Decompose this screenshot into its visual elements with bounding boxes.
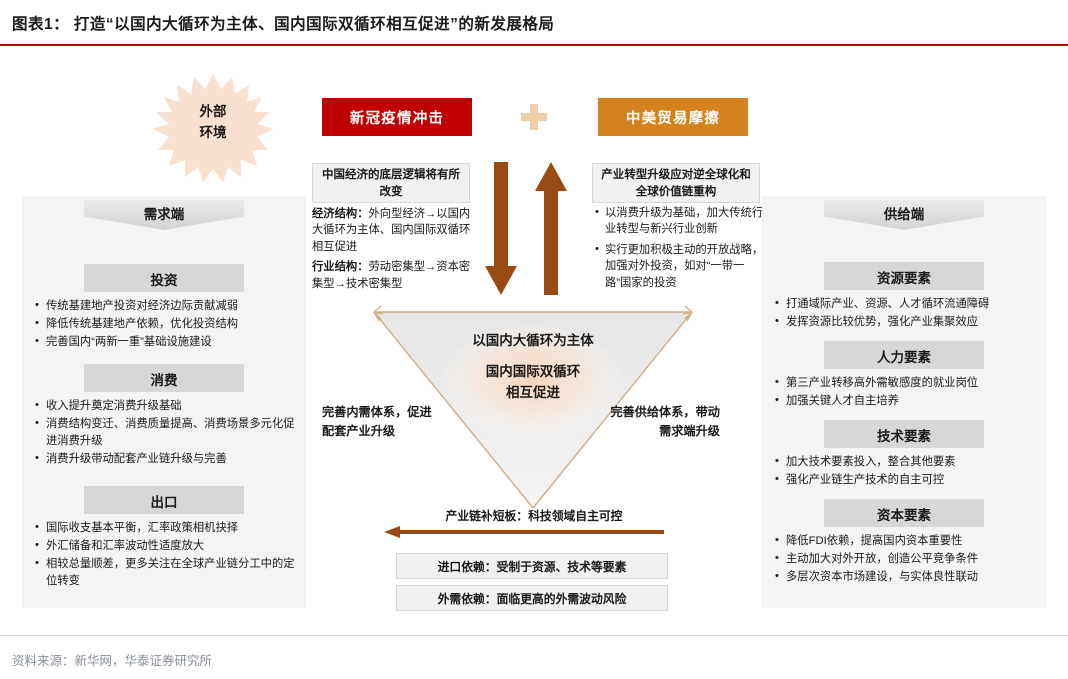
- list-item: 国际收支基本平衡，汇率政策相机抉择: [35, 519, 302, 537]
- logic-left-line-2-label: 行业结构：: [312, 261, 369, 274]
- upward-arrow-icon: [534, 162, 568, 295]
- supply-side-panel: 供给端 资源要素 打通域际产业、资源、人才循环流通障碍 发挥资源比较优势，强化产…: [762, 196, 1046, 608]
- supply-side-title: 供给端: [883, 207, 925, 222]
- downward-arrow-icon: [484, 162, 518, 295]
- supply-group-title-resource: 资源要素: [877, 271, 931, 286]
- demand-group-title-consumption: 消费: [150, 373, 178, 388]
- funnel-shape: [373, 305, 693, 509]
- list-item: 传统基建地产投资对经济边际贡献减弱: [35, 297, 302, 315]
- supply-group-header-resource: [824, 262, 984, 290]
- list-item: 降低传统基建地产依赖，优化投资结构: [35, 315, 302, 333]
- list-item: 主动加大对外开放，创造公平竞争条件: [775, 550, 1042, 568]
- logic-left-line-1-label: 经济结构：: [312, 208, 369, 220]
- supply-group-header-technology: [824, 420, 984, 448]
- demand-group-bullets-export: 国际收支基本平衡，汇率政策相机抉择 外汇储备和汇率波动性适度放大 相较总量顺差，…: [34, 519, 302, 592]
- demand-group-header-investment: [84, 264, 244, 292]
- supply-group-bullets-capital: 降低FDI依赖，提高国内资本重要性 主动加大对外开放，创造公平竞争条件 多层次资…: [774, 532, 1042, 587]
- list-item: 打通域际产业、资源、人才循环流通障碍: [775, 295, 1042, 313]
- external-environment-starburst: 外部 环境: [150, 72, 276, 184]
- supply-group-bullets-resource: 打通域际产业、资源、人才循环流通障碍 发挥资源比较优势，强化产业集聚效应: [774, 295, 1042, 332]
- logic-left-line-1-text: 外向型经济→以国内大循环为主体、国内国际双循环相互促进: [312, 208, 471, 253]
- list-item: 消费结构变迁、消费质量提高、消费场景多元化促进消费升级: [35, 415, 302, 450]
- list-item: 完善国内“两新一重”基础设施建设: [35, 333, 302, 351]
- demand-group-header-export: [84, 486, 244, 514]
- funnel-line-3: 相互促进: [506, 385, 560, 401]
- list-item: 收入提升奠定消费升级基础: [35, 397, 302, 415]
- starburst-shape: [153, 74, 273, 182]
- demand-side-panel: 需求端 投资 传统基建地产投资对经济边际贡献减弱 降低传统基建地产依赖，优化投资…: [22, 196, 306, 608]
- list-item: 多层次资本市场建设，与实体良性联动: [775, 568, 1042, 586]
- external-environment-label: 外部 环境: [150, 102, 276, 144]
- logic-right-heading: 产业转型升级应对逆全球化和全球价值链重构: [592, 163, 760, 204]
- funnel-line-2: 国内国际双循环: [485, 363, 581, 379]
- logic-left-line-2: 行业结构：劳动密集型→资本密集型→技术密集型: [312, 259, 474, 292]
- list-item: 以消费升级为基础，加大传统行业转型与新兴行业创新: [595, 204, 764, 238]
- external-env-line-2: 环境: [199, 124, 227, 140]
- funnel-edge-arrows: [373, 305, 693, 509]
- plus-icon: [521, 104, 547, 130]
- demand-group-bullets-consumption: 收入提升奠定消费升级基础 消费结构变迁、消费质量提高、消费场景多元化促进消费升级…: [34, 397, 302, 470]
- list-item: 强化产业链生产技术的自主可控: [775, 471, 1042, 489]
- shock-banner-covid: 新冠疫情冲击: [322, 98, 472, 136]
- logic-left-heading: 中国经济的底层逻辑将有所改变: [312, 163, 470, 204]
- logic-left-line-1: 经济结构：外向型经济→以国内大循环为主体、国内国际双循环相互促进: [312, 206, 474, 255]
- list-item: 加大技术要素投入，整合其他要素: [775, 453, 1042, 471]
- funnel-left-label: 完善内需体系，促进配套产业升级: [322, 405, 432, 438]
- dependency-box-external-demand: 外需依赖：面临更高的外需波动风险: [396, 585, 668, 611]
- funnel-core-text: 以国内大循环为主体 国内国际双循环 相互促进: [368, 330, 698, 404]
- page-title: 图表1： 打造“以国内大循环为主体、国内国际双循环相互促进”的新发展格局: [12, 16, 555, 33]
- list-item: 降低FDI依赖，提高国内资本重要性: [775, 532, 1042, 550]
- leftward-arrow-icon: [384, 526, 664, 538]
- external-env-line-1: 外部: [199, 104, 227, 119]
- supply-group-header-capital: [824, 499, 984, 527]
- supply-group-bullets-technology: 加大技术要素投入，整合其他要素 强化产业链生产技术的自主可控: [774, 453, 1042, 490]
- supply-group-title-labor: 人力要素: [877, 350, 931, 365]
- list-item: 消费升级带动配套产业链升级与完善: [35, 450, 302, 468]
- list-item: 外汇储备和汇率波动性适度放大: [35, 537, 302, 555]
- list-item: 相较总量顺差，更多关注在全球产业链分工中的定位转变: [35, 555, 302, 590]
- list-item: 发挥资源比较优势，强化产业集聚效应: [775, 313, 1042, 331]
- logic-left-line-2-text: 劳动密集型→资本密集型→技术密集型: [312, 261, 471, 290]
- bottleneck-label: 产业链补短板：科技领域自主可控: [445, 509, 623, 523]
- demand-group-bullets-investment: 传统基建地产投资对经济边际贡献减弱 降低传统基建地产依赖，优化投资结构 完善国内…: [34, 297, 302, 352]
- list-item: 实行更加积极主动的开放战略，加强对外投资，如对“一带一路”国家的投资: [595, 241, 764, 291]
- dependency-box-import: 进口依赖：受制于资源、技术等要素: [396, 553, 668, 579]
- list-item: 第三产业转移高外需敏感度的就业岗位: [775, 374, 1042, 392]
- shock-banner-trade: 中美贸易摩擦: [598, 98, 748, 136]
- title-bar: 图表1： 打造“以国内大循环为主体、国内国际双循环相互促进”的新发展格局: [0, 0, 1068, 46]
- funnel-line-1: 以国内大循环为主体: [472, 333, 594, 348]
- supply-group-bullets-labor: 第三产业转移高外需敏感度的就业岗位 加强关键人才自主培养: [774, 374, 1042, 411]
- logic-right-body: 以消费升级为基础，加大传统行业转型与新兴行业创新 实行更加积极主动的开放战略，加…: [594, 204, 764, 295]
- footer-bar: 资料来源：新华网，华泰证券研究所: [0, 635, 1068, 679]
- supply-group-title-capital: 资本要素: [877, 508, 931, 523]
- demand-side-title: 需求端: [143, 207, 185, 222]
- dual-circulation-funnel: [368, 300, 698, 510]
- supply-group-title-technology: 技术要素: [877, 429, 931, 444]
- demand-group-title-investment: 投资: [150, 273, 178, 288]
- list-item: 加强关键人才自主培养: [775, 392, 1042, 410]
- supply-group-header-labor: [824, 341, 984, 369]
- logic-left-body: 经济结构：外向型经济→以国内大循环为主体、国内国际双循环相互促进 行业结构：劳动…: [312, 206, 474, 296]
- funnel-right-label: 完善供给体系，带动需求端升级: [610, 405, 720, 438]
- demand-group-title-export: 出口: [150, 495, 178, 510]
- source-note: 资料来源：新华网，华泰证券研究所: [12, 654, 213, 668]
- demand-group-header-consumption: [84, 364, 244, 392]
